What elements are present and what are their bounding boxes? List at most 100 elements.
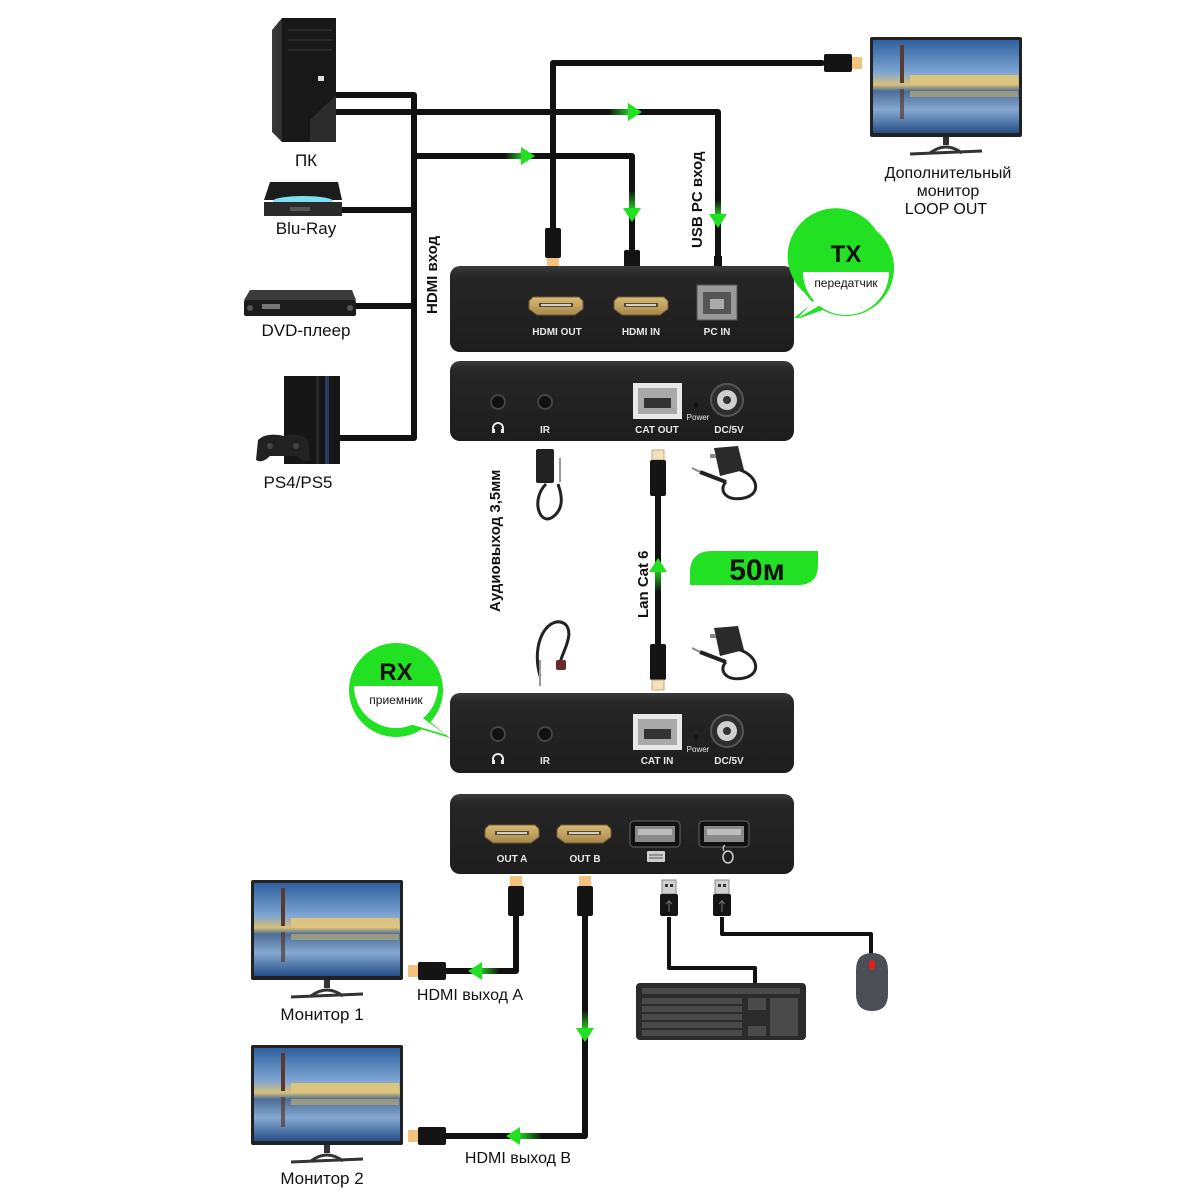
audio-jack xyxy=(490,394,506,410)
loop-monitor-line3: LOOP OUT xyxy=(905,201,988,218)
keyboard-icon xyxy=(647,851,665,862)
source-bluray: Blu-Ray xyxy=(264,182,342,238)
hdmi-out-b-cable xyxy=(442,912,588,1139)
usb-plug-icon xyxy=(659,879,679,917)
arrow-down-usb xyxy=(709,200,727,228)
loop-out-monitor: Дополнительный монитор LOOP OUT xyxy=(868,35,1024,218)
ir-extender-rx xyxy=(535,620,571,686)
ir-jack xyxy=(537,726,553,742)
tx-port-hdmi-out-label: HDMI OUT xyxy=(532,327,581,338)
bluray-drive-icon xyxy=(264,182,342,216)
loop-monitor-line1: Дополнительный xyxy=(885,165,1012,182)
rx-ir-label: IR xyxy=(540,756,551,767)
keyboard-usb-cable xyxy=(667,917,757,985)
keyboard xyxy=(636,983,806,1040)
lan-label: Lan Cat 6 xyxy=(635,550,652,618)
rx-front-panel: OUT A OUT B xyxy=(450,794,794,874)
rx-power-label: Power xyxy=(687,745,710,754)
rx-out-b-label: OUT B xyxy=(569,854,600,865)
rx-out-a-label: OUT A xyxy=(497,854,528,865)
signal-arrows xyxy=(468,103,727,1145)
pc-label: ПК xyxy=(295,151,317,170)
rx-badge-caption: приемник xyxy=(369,693,423,707)
tx-power-label: Power xyxy=(687,413,710,422)
power-led xyxy=(693,402,699,408)
arrow-up-lan xyxy=(649,558,667,592)
hdmi-plug-icon xyxy=(577,876,593,916)
rx-dc-label: DC/5V xyxy=(714,756,744,767)
power-led xyxy=(693,734,699,740)
loop-monitor-line2: монитор xyxy=(917,183,980,200)
hdmi-out-a-label: HDMI выход A xyxy=(417,987,523,1004)
dc-jack xyxy=(710,714,744,748)
arrow-right-hdmi xyxy=(505,147,535,165)
bluray-label: Blu-Ray xyxy=(276,219,337,238)
tx-front-panel: HDMI OUT HDMI IN PC IN xyxy=(450,266,794,352)
mouse xyxy=(856,953,888,1011)
monitor-2: Монитор 2 xyxy=(249,1043,405,1188)
source-ps: PS4/PS5 xyxy=(256,376,340,492)
arrow-down-hdmi-in xyxy=(623,190,641,222)
tx-badge-title: TX xyxy=(831,241,862,268)
source-dvd: DVD-плеер xyxy=(244,290,356,340)
tx-badge-caption: передатчик xyxy=(814,276,878,290)
hdmi-plug-icon xyxy=(545,228,561,268)
rx-rear-panel: IR CAT IN Power DC/5V xyxy=(450,693,794,773)
rj45-port xyxy=(633,714,682,750)
usb-plug-icon xyxy=(712,879,732,917)
tx-ir-label: IR xyxy=(540,425,551,436)
dvd-player-icon xyxy=(244,290,356,316)
ir-extender-tx xyxy=(536,449,563,521)
audio-out-label: Аудиовыход 3,5мм xyxy=(487,470,504,612)
usb-pc-cable xyxy=(332,109,721,265)
rx-badge: RX приемник xyxy=(349,643,450,738)
power-adapter-icon xyxy=(690,444,758,501)
hdmi-plug-icon xyxy=(408,1127,446,1145)
hdmi-plug-icon xyxy=(408,962,446,980)
rx-cat-in-label: CAT IN xyxy=(641,756,674,767)
out-a-port xyxy=(484,824,540,844)
arrow-left-out-b xyxy=(506,1127,542,1145)
computer-tower-icon xyxy=(272,18,336,142)
arrow-left-out-a xyxy=(468,962,500,980)
usb-b-port xyxy=(696,284,738,321)
hdmi-in-port xyxy=(613,296,669,316)
monitor-2-label: Монитор 2 xyxy=(280,1169,363,1188)
out-b-port xyxy=(556,824,612,844)
rx-badge-title: RX xyxy=(379,659,412,686)
tx-badge: TX передатчик xyxy=(787,208,894,318)
ir-receiver-icon xyxy=(536,449,563,521)
tv-monitor-icon xyxy=(249,878,405,999)
tx-port-pc-in-label: PC IN xyxy=(704,327,731,338)
hdmi-plug-icon xyxy=(824,54,862,72)
loop-out-cable xyxy=(550,60,825,231)
usb-a-port-keyboard xyxy=(629,820,681,848)
dc-jack xyxy=(710,383,744,417)
rj45-plug-icon xyxy=(649,643,667,691)
monitor-1: Монитор 1 xyxy=(249,878,405,1024)
ps-label: PS4/PS5 xyxy=(264,473,333,492)
tx-cat-out-label: CAT OUT xyxy=(635,425,679,436)
dvd-label: DVD-плеер xyxy=(261,321,350,340)
distance-badge: 50м xyxy=(690,551,818,587)
tv-monitor-icon xyxy=(249,1043,405,1164)
ir-jack xyxy=(537,394,553,410)
monitor-1-label: Монитор 1 xyxy=(280,1005,363,1024)
power-adapter-icon xyxy=(690,624,758,681)
audio-jack xyxy=(490,726,506,742)
distance-value: 50м xyxy=(729,554,785,587)
hdmi-out-b-label: HDMI выход B xyxy=(465,1150,571,1167)
arrow-down-out-b xyxy=(576,1010,594,1042)
rj45-plug-icon xyxy=(649,449,667,497)
hdmi-out-port xyxy=(528,296,584,316)
ir-receiver-icon xyxy=(535,620,571,686)
arrow-right-usb xyxy=(608,103,642,121)
usb-a-port-mouse xyxy=(698,820,750,848)
tx-rear-panel: IR CAT OUT Power DC/5V xyxy=(450,361,794,441)
hdmi-plug-icon xyxy=(508,876,524,916)
game-console-icon xyxy=(256,376,340,464)
mouse-icon xyxy=(722,844,734,864)
tv-monitor-icon xyxy=(868,35,1024,156)
mouse-usb-cable xyxy=(720,917,873,955)
